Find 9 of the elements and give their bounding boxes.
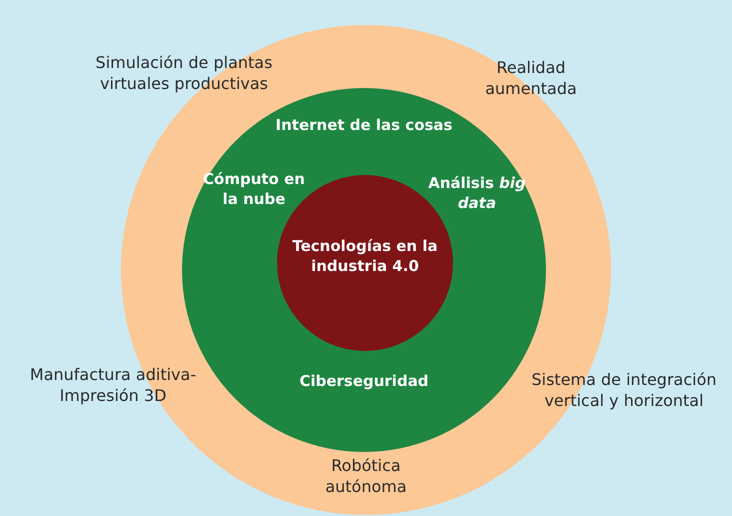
ring-label: Internet de las cosas xyxy=(274,116,454,136)
ring-label: Análisis big data xyxy=(427,174,527,213)
ring-label: Sistema de integración vertical y horizontal xyxy=(530,370,718,412)
ring-label: Manufactura aditiva-Impresión 3D xyxy=(28,365,198,407)
ring-label: Ciberseguridad xyxy=(298,372,430,392)
ring-label: Robótica autónoma xyxy=(324,456,408,498)
center-title: Tecnologías en la industria 4.0 xyxy=(291,237,439,276)
ring-label: Realidad aumentada xyxy=(484,58,578,100)
ring-label: Simulación de plantas virtuales productivas xyxy=(94,53,274,95)
